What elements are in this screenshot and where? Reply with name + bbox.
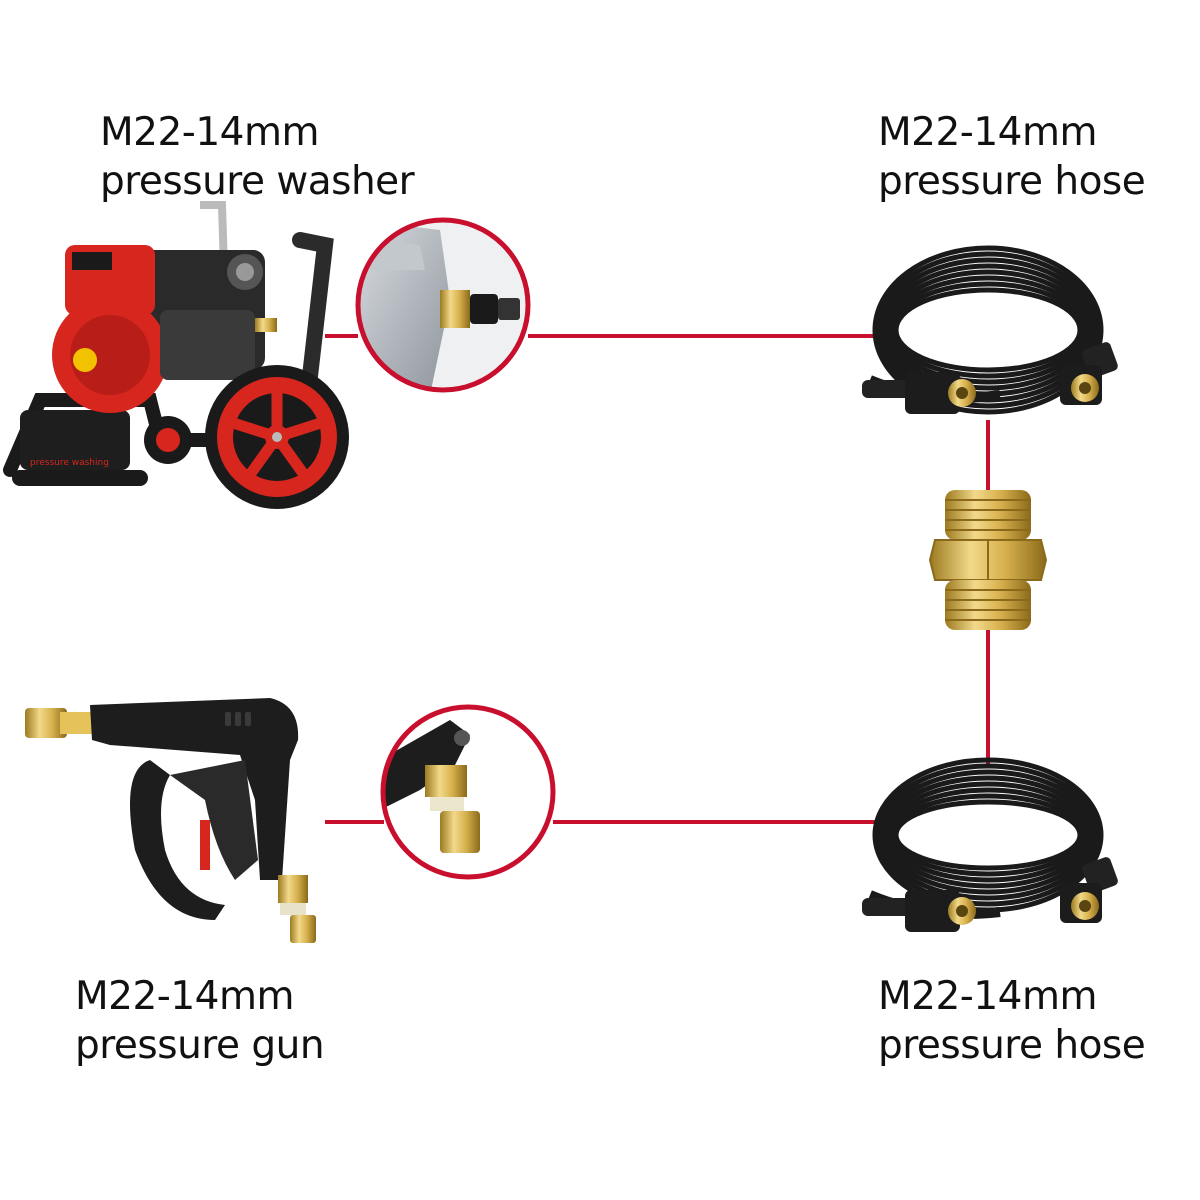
brass-coupler-icon [928,490,1048,630]
label-pressure-washer: M22-14mm pressure washer [100,108,415,206]
label-gun-size: M22-14mm [75,974,294,1019]
label-pressure-hose-bottom: M22-14mm pressure hose [878,972,1146,1070]
label-hose-top-name: pressure hose [878,159,1146,204]
label-hose-bottom-size: M22-14mm [878,974,1097,1019]
label-hose-top-size: M22-14mm [878,110,1097,155]
label-gun-name: pressure gun [75,1023,325,1068]
spray-gun-icon [25,698,316,943]
label-hose-bottom-name: pressure hose [878,1023,1146,1068]
label-washer-size: M22-14mm [100,110,319,155]
pressure-washer-icon: pressure washing [3,201,349,509]
label-pressure-gun: M22-14mm pressure gun [75,972,325,1070]
label-pressure-hose-top: M22-14mm pressure hose [878,108,1146,206]
hose-coil-icon [862,245,1118,415]
connector-lines [325,334,990,824]
label-washer-name: pressure washer [100,159,415,204]
outlet-detail-magnifier-icon [355,217,531,393]
gun-fitting-magnifier-icon [380,704,556,880]
hose-coil-icon-bottom [862,757,1118,932]
svg-text:pressure washing: pressure washing [30,458,109,468]
